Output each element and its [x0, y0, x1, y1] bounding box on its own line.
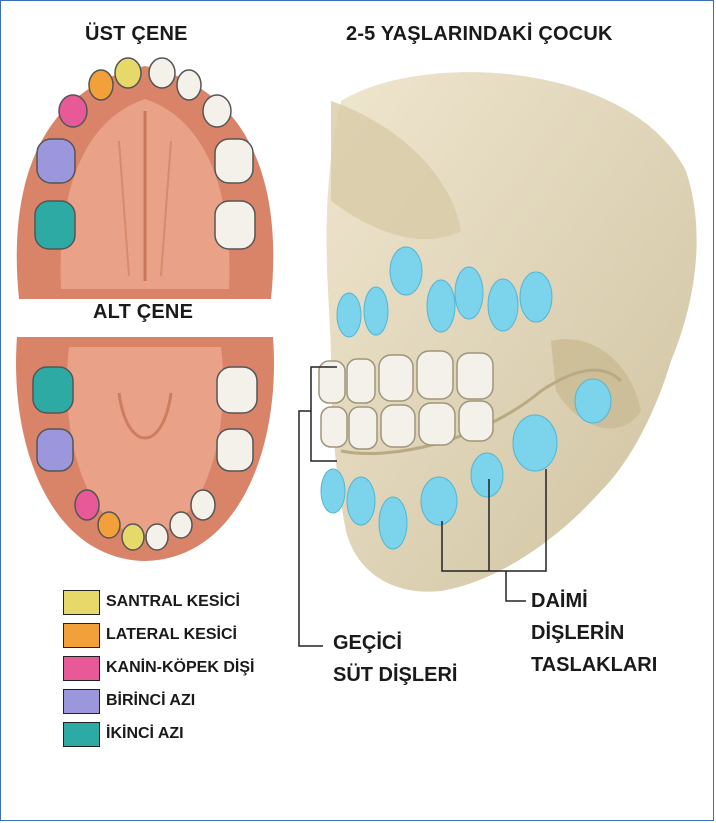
legend-label: BİRİNCİ AZI: [106, 692, 195, 710]
legend-swatch: [63, 689, 100, 714]
legend-item: BİRİNCİ AZI: [63, 685, 254, 717]
temporary-teeth-line-1: GEÇİCİ: [333, 627, 457, 659]
temporary-teeth-line-2: SÜT DİŞLERİ: [333, 659, 457, 691]
legend-swatch: [63, 656, 100, 681]
legend-label: LATERAL KESİCİ: [106, 626, 237, 644]
permanent-teeth-line-3: TASLAKLARI: [531, 649, 657, 681]
legend-item: LATERAL KESİCİ: [63, 619, 254, 651]
legend-item: KANİN-KÖPEK DİŞİ: [63, 652, 254, 684]
legend-swatch: [63, 722, 100, 747]
legend-label: İKİNCİ AZI: [106, 725, 184, 743]
legend-swatch: [63, 590, 100, 615]
permanent-teeth-line-2: DİŞLERİN: [531, 617, 657, 649]
legend-swatch: [63, 623, 100, 648]
tooth-type-legend: SANTRAL KESİCİ LATERAL KESİCİ KANİN-KÖPE…: [63, 586, 254, 751]
temporary-teeth-label: GEÇİCİ SÜT DİŞLERİ: [333, 627, 457, 691]
legend-label: KANİN-KÖPEK DİŞİ: [106, 659, 254, 677]
legend-item: SANTRAL KESİCİ: [63, 586, 254, 618]
permanent-teeth-line-1: DAİMİ: [531, 585, 657, 617]
permanent-teeth-label: DAİMİ DİŞLERİN TASLAKLARI: [531, 585, 657, 681]
legend-label: SANTRAL KESİCİ: [106, 593, 240, 611]
legend-item: İKİNCİ AZI: [63, 718, 254, 750]
